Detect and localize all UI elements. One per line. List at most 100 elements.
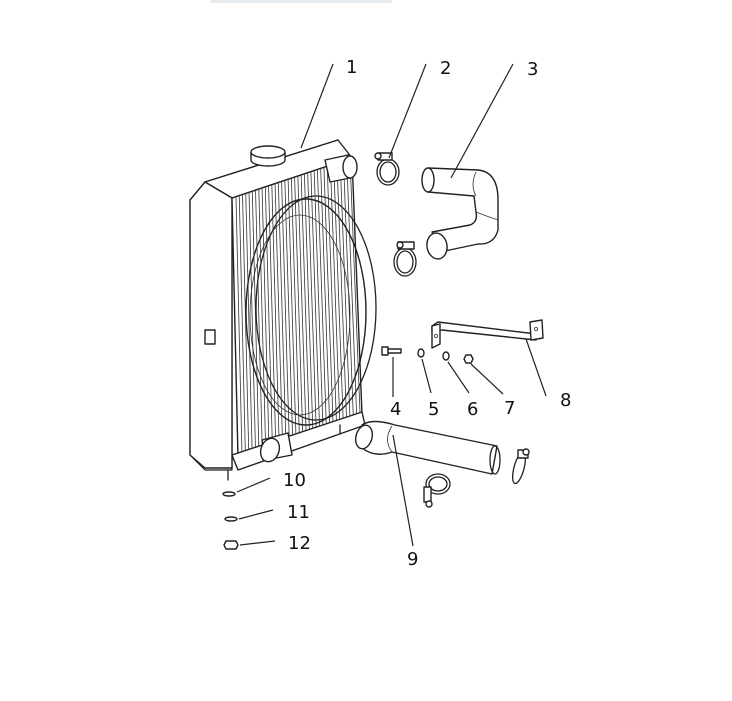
radiator-fin: [330, 165, 341, 421]
radiator-fin: [317, 169, 327, 426]
callout-6: 6: [467, 399, 478, 420]
radiator-fin: [297, 176, 307, 433]
upper-outlet-opening: [342, 155, 358, 179]
radiator-fin: [310, 172, 320, 428]
radiator-fin: [346, 160, 358, 415]
lower-hose-end: [489, 445, 501, 475]
bracket-hole: [433, 333, 438, 338]
bolt-part-4: [381, 346, 402, 356]
leader-line-1: [300, 63, 334, 149]
hose-clamp-lower-b: [511, 448, 530, 485]
radiator-fin: [245, 193, 253, 452]
leader-line-12: [239, 540, 276, 546]
callout-7: 7: [504, 398, 515, 419]
top-strip: [210, 0, 392, 3]
side-bracket: [204, 329, 216, 345]
nut-part-12: [223, 540, 239, 550]
bracket-right-tab: [529, 319, 544, 341]
radiator-fin: [333, 164, 344, 420]
leader-line-9: [392, 434, 414, 547]
leader-lines: [236, 63, 547, 547]
upper-hose: [421, 167, 499, 260]
radiator-fin: [290, 178, 300, 435]
washer-part-5: [417, 348, 425, 358]
lower-hose-end: [354, 424, 374, 450]
radiator-fin: [300, 175, 310, 432]
lower-outlet-opening: [259, 437, 281, 463]
callout-10: 10: [283, 470, 306, 491]
callout-labels: 1 2 3 4 5 6 7 8 9 10 11 12: [283, 57, 571, 570]
upper-hose-end: [421, 167, 435, 193]
radiator-fin: [326, 166, 337, 422]
callout-11: 11: [287, 502, 310, 523]
bolt-shank: [387, 348, 402, 354]
callout-8: 8: [560, 390, 571, 411]
hex-nut: [463, 354, 474, 364]
washer-part-11: [224, 516, 238, 522]
clamp-screw-head: [396, 241, 404, 249]
radiator-fin: [248, 192, 256, 451]
radiator-fin: [323, 167, 334, 423]
fan-shroud-rim: [255, 195, 377, 421]
lower-hose-bend-line: [387, 425, 393, 453]
clamp-band-inner: [396, 250, 414, 274]
clamp-screw-head: [374, 152, 382, 160]
leader-line-5: [421, 358, 432, 394]
clamp-screw-head: [522, 448, 530, 456]
radiator-fin: [271, 185, 280, 442]
fan-shroud-inner: [249, 214, 351, 416]
leader-line-7: [470, 363, 504, 395]
clamp-band: [425, 473, 451, 495]
radiator-fin: [268, 186, 277, 444]
radiator-fin: [336, 163, 347, 418]
callout-1: 1: [346, 57, 357, 78]
radiator-fin: [313, 170, 324, 427]
callout-5: 5: [428, 399, 439, 420]
callout-4: 4: [390, 399, 401, 420]
fan-shroud-outer: [245, 198, 367, 426]
upper-hose-body: [427, 167, 499, 253]
hose-clamp-lower-a: [423, 473, 451, 508]
clamp-band-inner: [428, 476, 448, 492]
radiator-fin: [281, 181, 290, 439]
leader-line-10: [236, 477, 271, 493]
radiator-assembly: [189, 139, 377, 481]
radiator-fin: [251, 191, 260, 450]
washer: [417, 348, 425, 358]
radiator-fin: [307, 173, 317, 429]
nut-part-7: [463, 354, 474, 364]
radiator-fin: [277, 182, 287, 440]
radiator-fins: [235, 158, 361, 456]
clamp-screw-housing: [423, 486, 432, 503]
leader-line-8: [525, 338, 547, 397]
radiator-fin: [284, 180, 293, 438]
leader-line-6: [447, 361, 470, 394]
nut: [223, 540, 239, 550]
radiator-fin: [304, 174, 314, 430]
radiator-fin: [339, 162, 351, 417]
radiator-fin: [320, 168, 331, 424]
callout-12: 12: [288, 533, 311, 554]
radiator-fin: [235, 196, 243, 456]
bracket-bar: [431, 321, 537, 341]
bracket-left-tab: [431, 323, 441, 349]
radiator-fin: [294, 177, 304, 434]
callout-9: 9: [407, 549, 418, 570]
radiator-fin: [255, 190, 263, 448]
radiator-fin: [258, 189, 266, 447]
bolt-head: [381, 346, 389, 356]
upper-hose-bend-lines: [472, 171, 499, 221]
lower-hose: [354, 420, 501, 475]
washer-part-6: [442, 351, 450, 361]
hose-clamp-middle: [393, 241, 417, 277]
clamp-screw-head: [425, 500, 433, 508]
radiator-fin: [261, 188, 270, 446]
radiator-fin: [238, 195, 246, 454]
leader-line-3: [450, 63, 514, 179]
clamp-band-inner: [379, 161, 397, 183]
washer-part-10: [222, 491, 236, 497]
callout-3: 3: [527, 59, 538, 80]
radiator-fin: [287, 179, 297, 436]
